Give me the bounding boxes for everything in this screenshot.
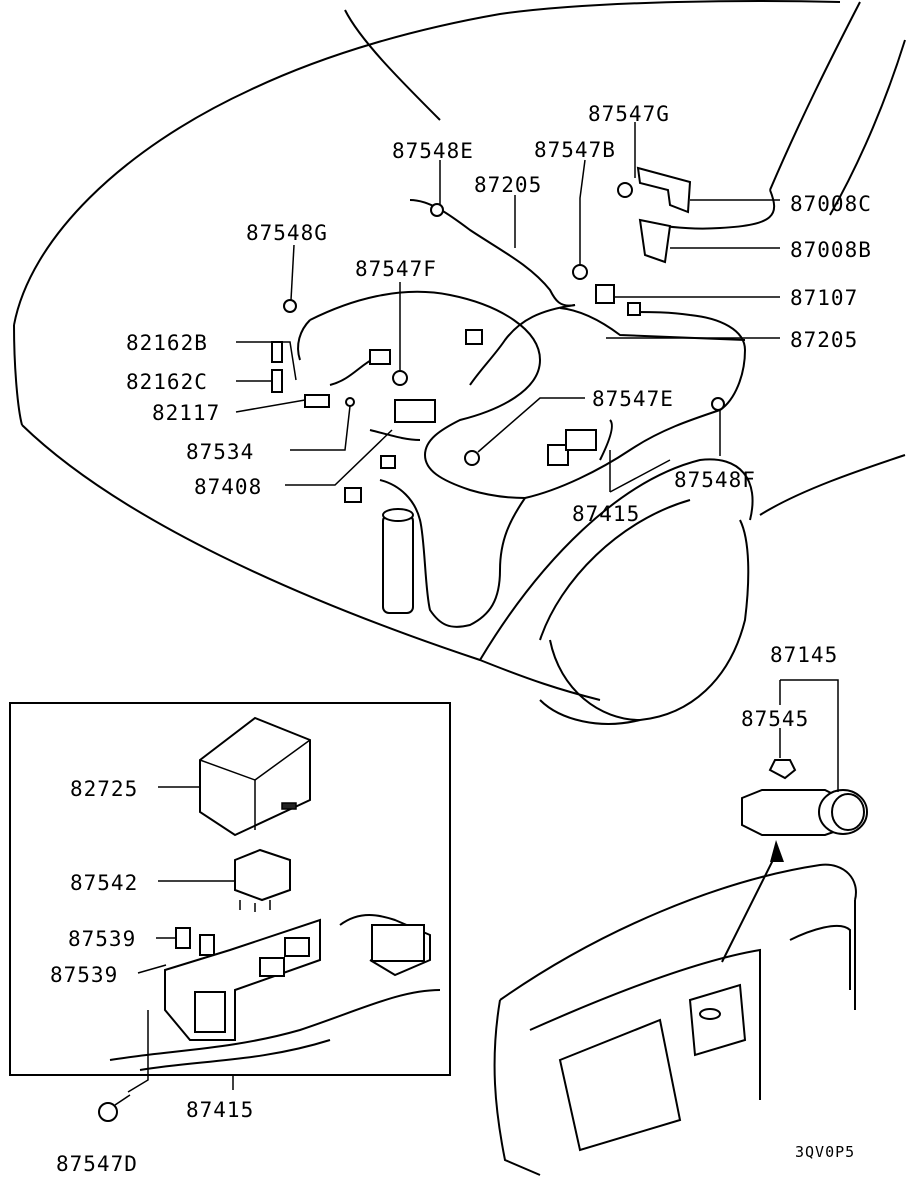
callout-87539-b: 87539 bbox=[50, 963, 118, 987]
callout-87008B: 87008B bbox=[790, 238, 872, 262]
bolt-87547B bbox=[572, 264, 588, 280]
bolt-87547G bbox=[617, 182, 633, 198]
bolt-87547F bbox=[392, 370, 408, 386]
callout-87539-a: 87539 bbox=[68, 927, 136, 951]
connector-87408 bbox=[344, 487, 362, 503]
callout-87547G: 87547G bbox=[588, 102, 670, 126]
callout-82162B: 82162B bbox=[126, 331, 208, 355]
clip-87548G bbox=[283, 299, 297, 313]
screw-87534 bbox=[345, 397, 355, 407]
relay-87542 bbox=[234, 848, 291, 902]
connector-small bbox=[380, 455, 396, 469]
callout-87545: 87545 bbox=[741, 707, 809, 731]
callout-87547F: 87547F bbox=[355, 257, 437, 281]
dashboard-detail bbox=[493, 840, 857, 1176]
connector-87205-right bbox=[627, 302, 641, 316]
bolt-87547D bbox=[98, 1094, 131, 1122]
callout-87205-top: 87205 bbox=[474, 173, 542, 197]
callout-82162C: 82162C bbox=[126, 370, 208, 394]
connector-87205 bbox=[465, 329, 483, 345]
fuse-87539-a bbox=[175, 927, 191, 949]
callout-87548E: 87548E bbox=[392, 139, 474, 163]
callout-87107: 87107 bbox=[790, 286, 858, 310]
callout-82117: 82117 bbox=[152, 401, 220, 425]
inset-relay-box bbox=[9, 702, 451, 1076]
plug-82162C bbox=[271, 369, 283, 393]
clip-87548F bbox=[711, 397, 725, 411]
callout-87542: 87542 bbox=[70, 871, 138, 895]
sensor-82117 bbox=[304, 394, 330, 408]
bolt-87547E bbox=[464, 450, 480, 466]
fuse-87539-b bbox=[199, 934, 215, 956]
bracket-87008C bbox=[636, 166, 692, 214]
car-body-outline bbox=[13, 0, 906, 725]
leader-lines bbox=[127, 122, 839, 1093]
callout-87415-top: 87415 bbox=[572, 502, 640, 526]
callout-87547D: 87547D bbox=[56, 1152, 138, 1176]
callout-labels: 87547G 87548E 87547B 87205 87008C 87548G… bbox=[50, 102, 872, 1176]
callout-87145: 87145 bbox=[770, 643, 838, 667]
relay-87415 bbox=[565, 429, 597, 451]
bracket-87008B bbox=[638, 218, 672, 264]
callout-87548F: 87548F bbox=[674, 468, 756, 492]
plug-82162B bbox=[271, 341, 283, 363]
diagram-code: 3QV0P5 bbox=[795, 1143, 855, 1161]
callout-87205-right: 87205 bbox=[790, 328, 858, 352]
bracket-87534 bbox=[394, 399, 436, 423]
callout-87415-bottom: 87415 bbox=[186, 1098, 254, 1122]
callout-87547B: 87547B bbox=[534, 138, 616, 162]
relay-unit bbox=[547, 444, 569, 466]
clip-87545 bbox=[768, 759, 797, 780]
sensor-87107 bbox=[595, 284, 615, 304]
callout-87008C: 87008C bbox=[790, 192, 872, 216]
clip-87548E bbox=[430, 203, 444, 217]
callout-87534: 87534 bbox=[186, 440, 254, 464]
callout-87408: 87408 bbox=[194, 475, 262, 499]
sensor-canister bbox=[382, 514, 414, 614]
callout-87547E: 87547E bbox=[592, 387, 674, 411]
connector-block bbox=[371, 924, 425, 962]
switch-87145 bbox=[741, 759, 868, 836]
callout-87548G: 87548G bbox=[246, 221, 328, 245]
bay-components bbox=[271, 166, 725, 614]
connector-82162 bbox=[369, 349, 391, 365]
callout-82725: 82725 bbox=[70, 777, 138, 801]
